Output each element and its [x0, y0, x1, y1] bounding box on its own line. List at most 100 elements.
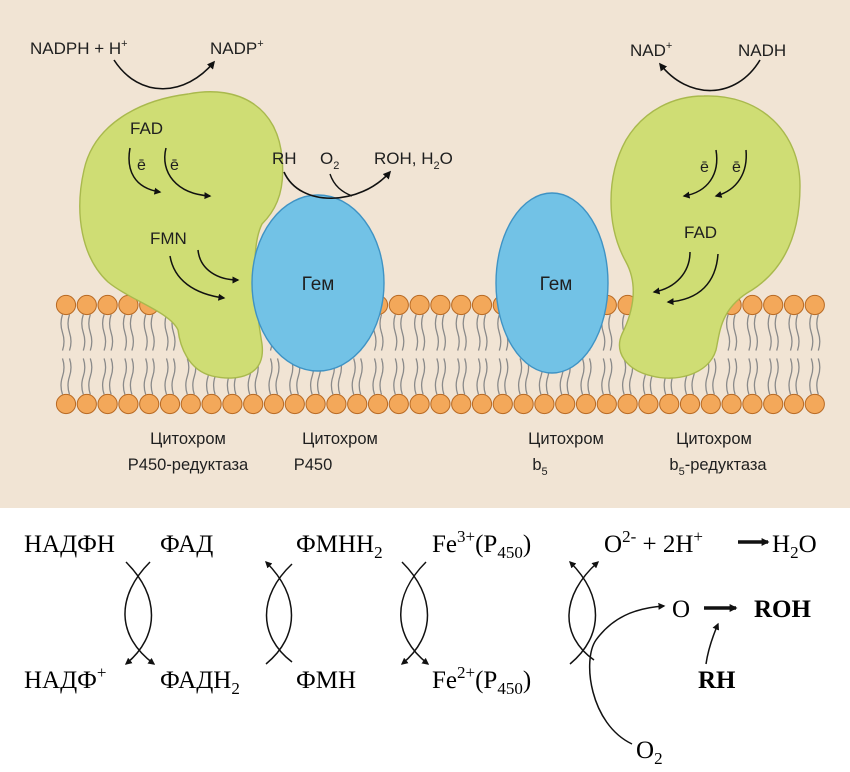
lipid-tail — [788, 314, 793, 351]
lipid-tail — [476, 314, 481, 351]
lipid-head — [263, 393, 285, 415]
lipid-tail — [143, 358, 148, 395]
lipid-head — [222, 393, 243, 415]
lipid-tail — [81, 358, 86, 395]
fmn-label: FMN — [150, 229, 187, 248]
lipid-tail — [795, 358, 800, 395]
lipid-head — [804, 294, 825, 316]
lipid-tail — [504, 358, 509, 395]
electron-label-left-1: ē — [137, 157, 146, 174]
lipid-tail — [171, 358, 176, 395]
lipid-tail — [413, 358, 419, 395]
lipid-head — [451, 294, 472, 316]
lipid-tail — [143, 314, 148, 351]
lipid-tail — [434, 358, 440, 395]
lipid-tail — [441, 358, 447, 395]
lipid-head — [534, 393, 555, 415]
b5-heme-label: Гем — [540, 274, 573, 295]
lipid-tail — [621, 358, 627, 395]
electron-arrow-right-2 — [714, 149, 747, 198]
nadh-label: NADH — [738, 41, 786, 60]
cross-arrow-fe2-up-1 — [569, 561, 597, 665]
membrane-bottom-heads — [55, 393, 825, 415]
lipid-tail — [122, 358, 128, 395]
protein-labels: Цитохром Р450-редуктаза Цитохром Р450 Ци… — [128, 430, 768, 478]
lipid-head — [388, 294, 409, 316]
label-b5-reductase-line2: b5-редуктаза — [669, 456, 767, 478]
reaction-scheme: НАДФН ФАД ФМНН2 Fe3+(P450) O2- + 2H+ H2O… — [24, 527, 817, 768]
label-b5-reductase-line1: Цитохром — [676, 430, 752, 448]
label-p450-line1: Цитохром — [302, 430, 378, 448]
nadph-label: NADPH + H+ — [30, 38, 128, 58]
lipid-tail — [372, 358, 377, 395]
lipid-head — [596, 393, 617, 415]
lipid-tail — [393, 314, 398, 351]
oxygen-join-line — [329, 173, 353, 197]
lipid-tail — [81, 314, 86, 351]
lipid-tail — [608, 314, 613, 351]
lipid-head — [243, 393, 264, 415]
lipid-head — [513, 393, 534, 415]
scheme-o2: O2 — [636, 737, 663, 768]
lipid-tail — [462, 358, 467, 395]
nad-label: NAD+ — [630, 40, 672, 60]
lipid-head — [430, 393, 451, 415]
lipid-head — [763, 294, 784, 316]
cross-arrow-fe2-up-2 — [568, 561, 600, 661]
lipid-tail — [732, 358, 738, 395]
lipid-tail — [476, 358, 481, 395]
lipid-head — [76, 294, 97, 316]
lipid-head — [55, 393, 77, 415]
lipid-head — [555, 393, 576, 415]
lipid-head — [742, 294, 763, 316]
lipid-tail — [129, 314, 135, 351]
lipid-head — [638, 393, 659, 415]
lipid-tail — [101, 314, 107, 351]
scheme-fmnh2: ФМНН2 — [296, 531, 383, 562]
scheme-atomic-oxygen: O — [672, 596, 690, 623]
lipid-tail — [164, 314, 169, 351]
lipid-head — [783, 294, 805, 316]
fmn-arrow-1 — [169, 255, 226, 301]
lipid-head — [159, 393, 181, 415]
lipid-tail — [67, 358, 72, 395]
nadp-label: NADP+ — [210, 38, 264, 58]
lipid-tail — [108, 314, 114, 351]
electron-label-left-2: ē — [170, 157, 179, 174]
lipid-head — [201, 393, 222, 415]
electron-arrow-left-2 — [164, 147, 212, 200]
fad-right-arrow-1 — [652, 251, 691, 295]
lipid-tail — [712, 358, 717, 395]
p450-heme-label: Гем — [302, 274, 335, 295]
lipid-tail — [379, 314, 384, 351]
lipid-tail — [122, 314, 128, 351]
scheme-fmn: ФМН — [296, 667, 356, 694]
lipid-tail — [129, 358, 135, 395]
rh-to-roh-arrow — [705, 622, 720, 665]
lipid-head — [617, 393, 638, 415]
lipid-tail — [816, 314, 821, 351]
lipid-tail — [497, 314, 502, 351]
lipid-tail — [88, 314, 93, 351]
lipid-head — [118, 393, 139, 415]
substrate-oxidation-arrow — [283, 170, 392, 199]
lipid-tail — [60, 314, 65, 351]
electron-label-right-2: ē — [732, 159, 741, 176]
lipid-tail — [268, 358, 273, 395]
lipid-head — [492, 393, 513, 415]
lipid-tail — [379, 358, 384, 395]
label-p450-line2: Р450 — [294, 456, 333, 474]
oxygen-label: O2 — [320, 149, 339, 172]
scheme-water: H2O — [772, 531, 817, 562]
lipid-tail — [60, 358, 65, 395]
lipid-head — [430, 294, 451, 316]
cross-arrow-fad-to-fadh2 — [124, 561, 156, 665]
lipid-tail — [746, 358, 752, 395]
label-b5-line1: Цитохром — [528, 430, 604, 448]
lipid-tail — [767, 314, 772, 351]
substrate-rh-label: RH — [272, 149, 297, 168]
cross-arrow-fadh2-to-fmnh2 — [265, 561, 293, 665]
lipid-head — [575, 393, 597, 415]
lipid-tail — [67, 314, 72, 351]
